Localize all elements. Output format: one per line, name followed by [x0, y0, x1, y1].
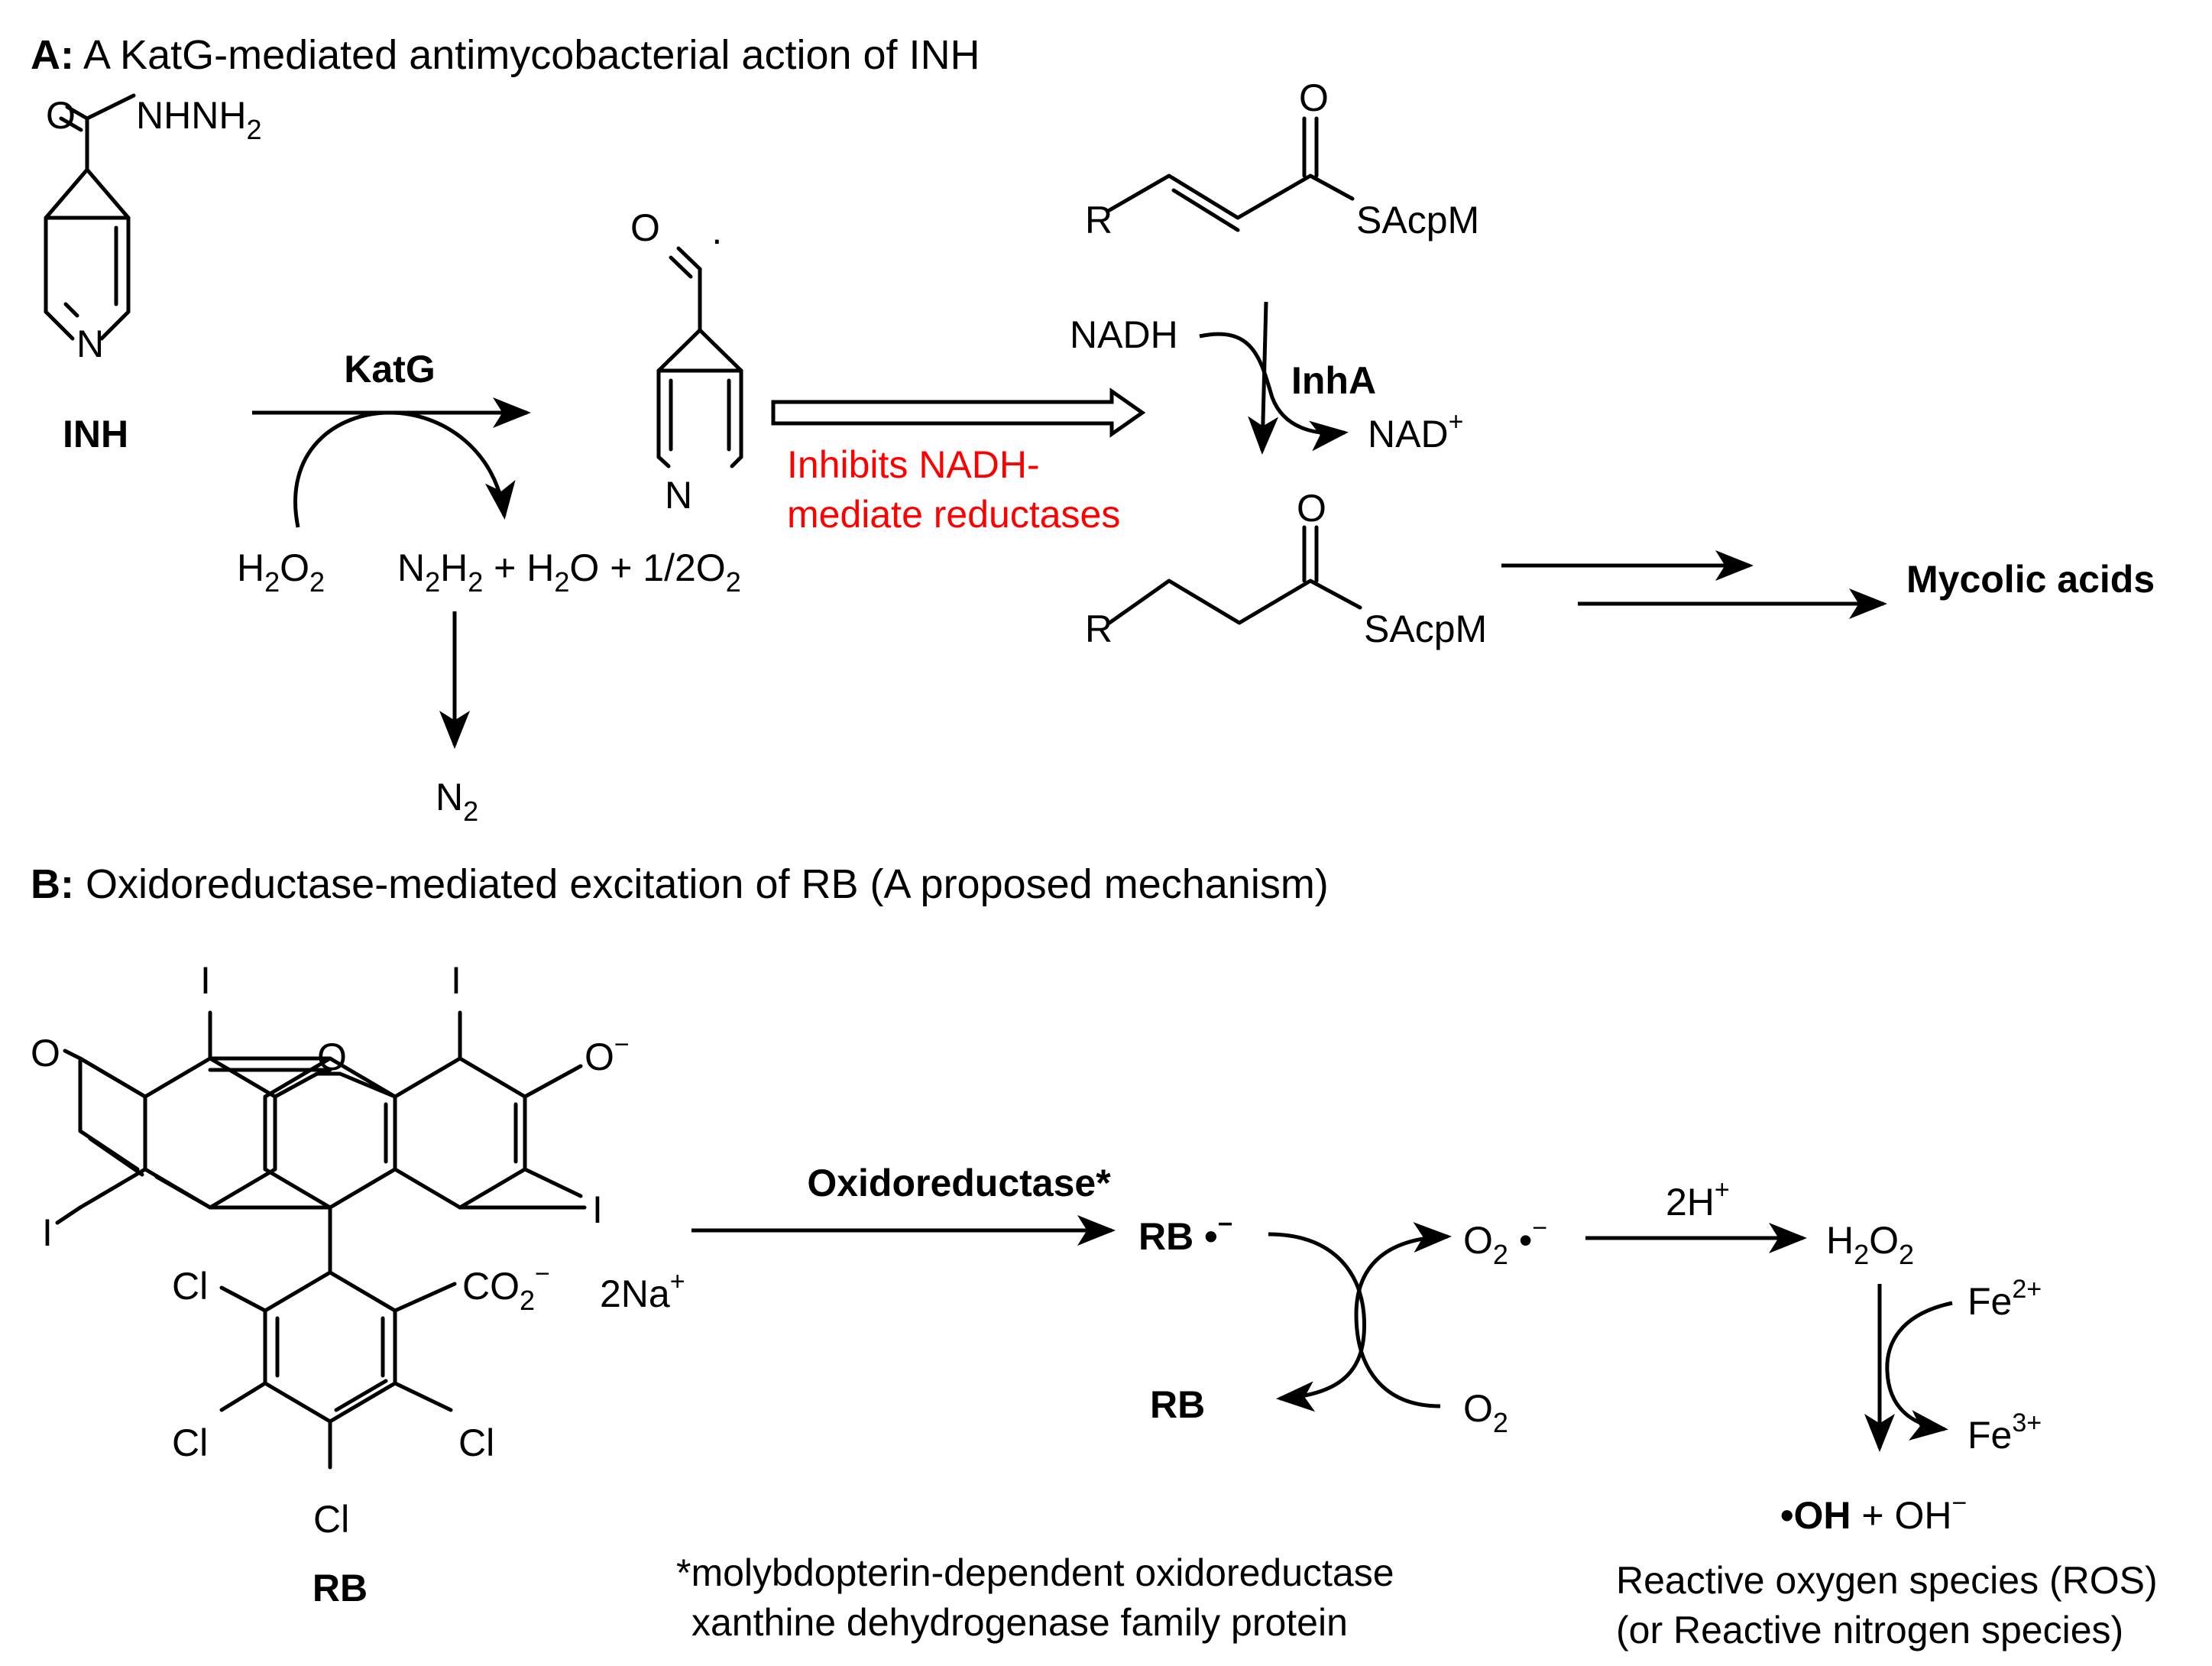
rb-iodine-top-left: I: [200, 959, 211, 1002]
rb-ketone-oxygen: O: [31, 1032, 60, 1074]
section-b-title: B: Oxidoreductase-mediated excitation of…: [31, 861, 1329, 907]
nadh-curved-arrow: [1199, 332, 1349, 452]
rb-radical-anion: RB •−: [1138, 1210, 1232, 1258]
iron-curved-arrow: [1885, 1301, 1953, 1441]
inh-structure: O NHNH2 N: [44, 93, 261, 365]
inhibition-open-arrow: [771, 387, 1146, 438]
product-r: R: [1085, 608, 1112, 650]
rb-chlorine-1: Cl: [172, 1265, 208, 1308]
katg-label: KatG: [344, 348, 435, 391]
rb-structure: I I O O O− I I Cl CO2− 2Na+ Cl Cl Cl: [31, 959, 685, 1541]
rb-label: RB: [313, 1567, 368, 1609]
inhibits-text-line1: Inhibits NADH-: [787, 443, 1040, 486]
rb-carboxylate: CO2−: [462, 1259, 550, 1316]
substrate-r: R: [1085, 199, 1112, 241]
hydroxyl-products: •OH + OH−: [1780, 1489, 1967, 1537]
radical-structure: O · N: [630, 206, 743, 517]
oxidoreductase-label: Oxidoreductase*: [807, 1162, 1111, 1204]
katg-byproducts: N2H2 + H2O + 1/2O2: [397, 546, 741, 598]
product-sacpm: SAcpM: [1364, 608, 1487, 650]
electron-transfer-arrow-2: [1354, 1222, 1452, 1408]
rb-iodine-right: I: [592, 1188, 603, 1231]
rb-chlorine-4: Cl: [313, 1498, 349, 1541]
rb-iodine-top-right: I: [451, 959, 462, 1002]
rb-chlorine-3: Cl: [458, 1421, 494, 1464]
superoxide-radical: O2 •−: [1463, 1214, 1547, 1270]
footnote-line1: *molybdopterin-dependent oxidoreductase: [676, 1551, 1394, 1594]
inha-label: InhA: [1291, 359, 1376, 402]
rb-oxide: O−: [585, 1030, 630, 1078]
rb-chlorine-2: Cl: [172, 1421, 208, 1464]
enoyl-substrate-structure: R O SAcpM: [1085, 76, 1479, 241]
rb-iodine-left: I: [42, 1211, 53, 1254]
mycolic-acids-label: Mycolic acids: [1906, 558, 2155, 601]
h2o2-curved-arrow: [293, 410, 516, 528]
inh-nhnh2: NHNH2: [136, 94, 261, 145]
inh-label: INH: [63, 413, 128, 455]
rb-ring-oxygen: O: [317, 1036, 347, 1078]
inh-oxygen: O: [46, 94, 76, 137]
h2o2-reagent: H2O2: [237, 546, 325, 598]
nad-label: NAD+: [1368, 407, 1463, 455]
oxygen-molecule: O2: [1463, 1387, 1508, 1438]
iron-iii-label: Fe3+: [1967, 1408, 2042, 1457]
inhibits-text-line2: mediate reductases: [787, 493, 1120, 536]
footnote-line2: xanthine dehydrogenase family protein: [691, 1601, 1348, 1644]
substrate-oxygen: O: [1299, 76, 1329, 119]
hydrogen-peroxide: H2O2: [1826, 1219, 1914, 1270]
nadh-label: NADH: [1070, 313, 1178, 356]
substrate-sacpm: SAcpM: [1356, 199, 1479, 241]
ros-caption-line1: Reactive oxygen species (ROS): [1616, 1559, 2158, 1602]
ros-caption-line2: (or Reactive nitrogen species): [1616, 1609, 2123, 1651]
electron-transfer-arrow-1: [1268, 1232, 1367, 1412]
inh-ring-nitrogen: N: [76, 323, 104, 365]
section-a-title: A: A KatG-mediated antimycobacterial act…: [31, 32, 980, 78]
proton-label: 2H+: [1666, 1175, 1730, 1224]
iron-ii-label: Fe2+: [1967, 1275, 2042, 1323]
n2-product: N2: [436, 776, 478, 827]
acyl-product-structure: R O SAcpM: [1085, 487, 1487, 650]
rb-sodium-counterion: 2Na+: [600, 1267, 685, 1315]
rb-ground-state: RB: [1150, 1383, 1205, 1426]
product-oxygen: O: [1297, 487, 1326, 530]
radical-ring-nitrogen: N: [665, 474, 692, 517]
radical-oxygen: O: [630, 206, 660, 249]
radical-dot: ·: [711, 218, 724, 261]
